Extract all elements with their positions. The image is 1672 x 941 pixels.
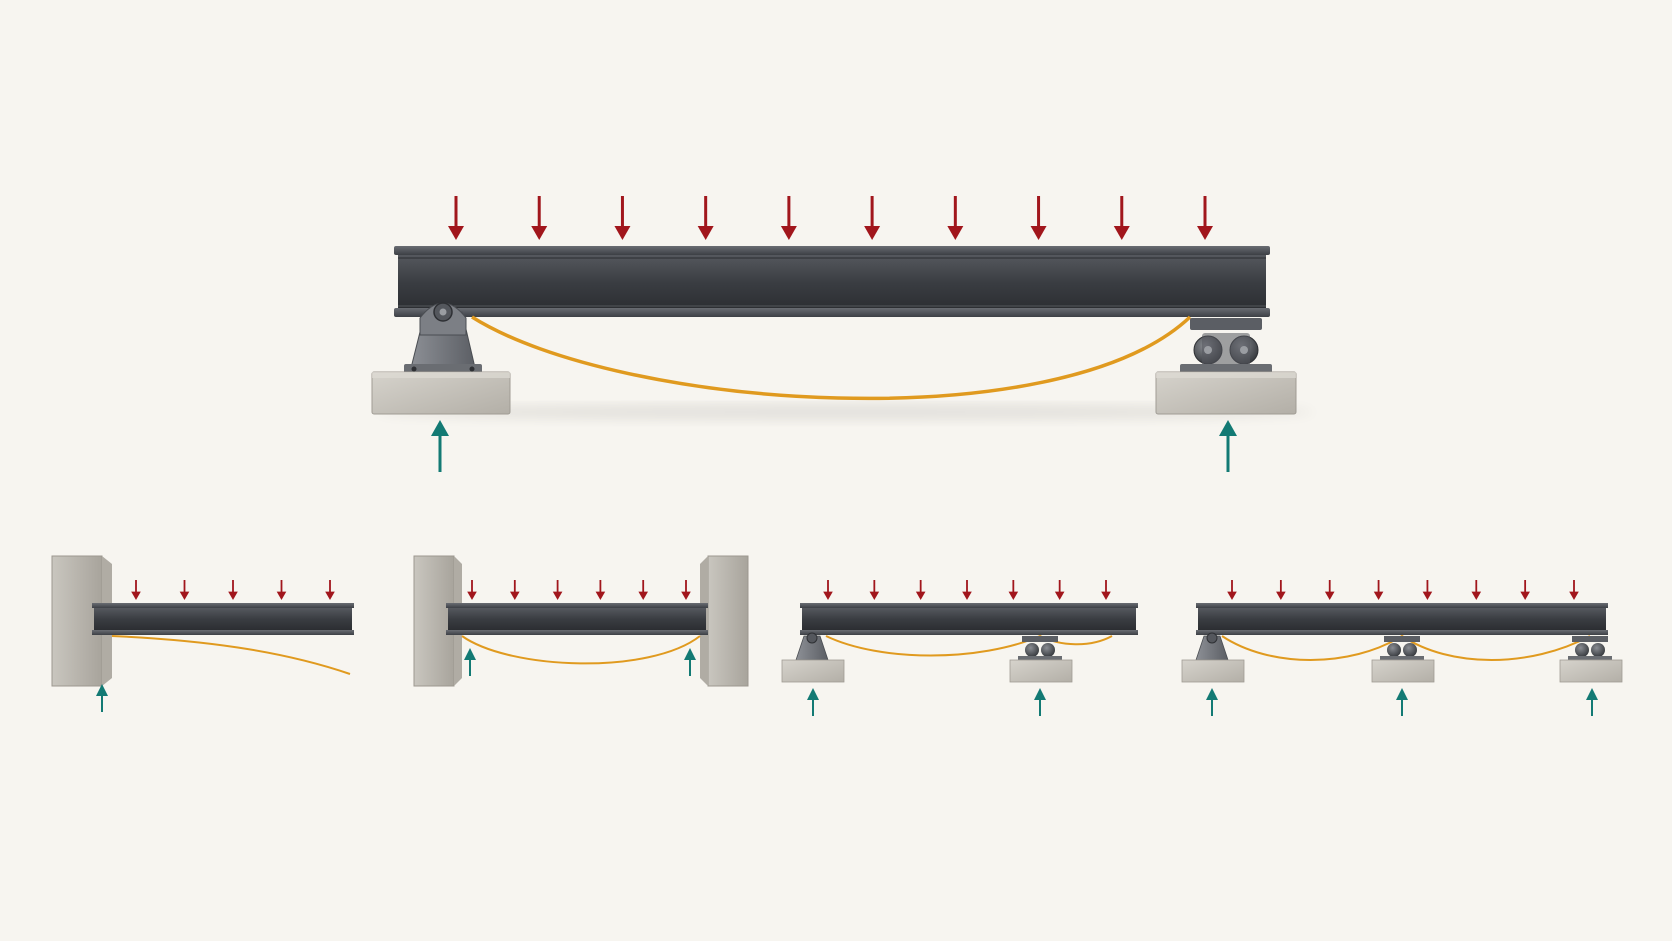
down-arrow-icon (864, 196, 881, 240)
overhanging-beam-group (781, 580, 1138, 716)
deflection-curve (471, 315, 1192, 401)
concrete-pedestal (1559, 659, 1623, 683)
steel-i-beam (92, 603, 354, 635)
concrete-pedestal (1009, 659, 1073, 683)
load-arrows (1227, 580, 1579, 600)
down-arrow-icon (823, 580, 833, 600)
ground-shadow (375, 404, 1315, 420)
down-arrow-icon (780, 196, 797, 240)
concrete-pedestal (781, 659, 845, 683)
reaction-arrow (684, 648, 696, 676)
down-arrow-icon (1373, 580, 1384, 600)
load-arrows (467, 580, 691, 600)
down-arrow-icon (131, 580, 141, 600)
down-arrow-icon (947, 196, 964, 240)
down-arrow-icon (1197, 196, 1213, 240)
load-arrows (448, 196, 1213, 240)
down-arrow-icon (1008, 580, 1019, 600)
reaction-arrow (464, 648, 476, 676)
reaction-arrow (1219, 420, 1237, 472)
steel-i-beam (800, 603, 1138, 635)
main-beam-group (371, 196, 1315, 472)
down-arrow-icon (1471, 580, 1482, 600)
fixed-fixed-beam-group (413, 555, 749, 687)
load-arrows (823, 580, 1111, 600)
roller-support-icon (1018, 636, 1062, 661)
down-arrow-icon (1101, 580, 1111, 600)
down-arrow-icon (1030, 196, 1047, 240)
deflection-curve (461, 635, 701, 665)
down-arrow-icon (1520, 580, 1530, 600)
deflection-curve (111, 635, 351, 675)
reaction-arrow (1586, 688, 1598, 716)
roller-support-icon (1180, 318, 1272, 374)
down-arrow-icon (1113, 196, 1130, 240)
down-arrow-icon (467, 580, 477, 600)
steel-i-beam (1196, 603, 1608, 635)
down-arrow-icon (869, 580, 880, 600)
reaction-arrow (1034, 688, 1046, 716)
down-arrow-icon (681, 580, 691, 600)
pin-support-icon (795, 632, 829, 661)
down-arrow-icon (638, 580, 648, 600)
down-arrow-icon (448, 196, 464, 240)
down-arrow-icon (228, 580, 238, 600)
down-arrow-icon (915, 580, 926, 600)
concrete-pedestal (1155, 371, 1297, 415)
concrete-pedestal (1371, 659, 1435, 683)
down-arrow-icon (179, 580, 190, 600)
pin-support-icon (1195, 632, 1229, 661)
steel-i-beam (446, 603, 708, 635)
down-arrow-icon (1276, 580, 1286, 600)
deflection-curve (825, 634, 1113, 657)
reaction-arrow (431, 420, 449, 472)
down-arrow-icon (1422, 580, 1433, 600)
reaction-arrow (1396, 688, 1408, 716)
down-arrow-icon (552, 580, 563, 600)
load-arrows (131, 580, 335, 600)
roller-support-icon (1380, 636, 1424, 661)
down-arrow-icon (1569, 580, 1579, 600)
down-arrow-icon (510, 580, 520, 600)
down-arrow-icon (614, 196, 631, 240)
down-arrow-icon (531, 196, 548, 240)
cantilever-beam-group (51, 555, 354, 712)
steel-i-beam (394, 246, 1270, 317)
down-arrow-icon (1324, 580, 1335, 600)
down-arrow-icon (1227, 580, 1237, 600)
down-arrow-icon (1054, 580, 1065, 600)
continuous-beam-group (1181, 580, 1623, 716)
down-arrow-icon (276, 580, 287, 600)
reaction-arrow (1206, 688, 1218, 716)
roller-support-icon (1568, 636, 1612, 661)
down-arrow-icon (595, 580, 606, 600)
concrete-pedestal (371, 371, 511, 415)
down-arrow-icon (962, 580, 972, 600)
reaction-arrow (807, 688, 819, 716)
concrete-pedestal (1181, 659, 1245, 683)
reaction-arrow (96, 684, 108, 712)
down-arrow-icon (697, 196, 714, 240)
fixed-wall-icon (700, 555, 749, 687)
down-arrow-icon (325, 580, 335, 600)
